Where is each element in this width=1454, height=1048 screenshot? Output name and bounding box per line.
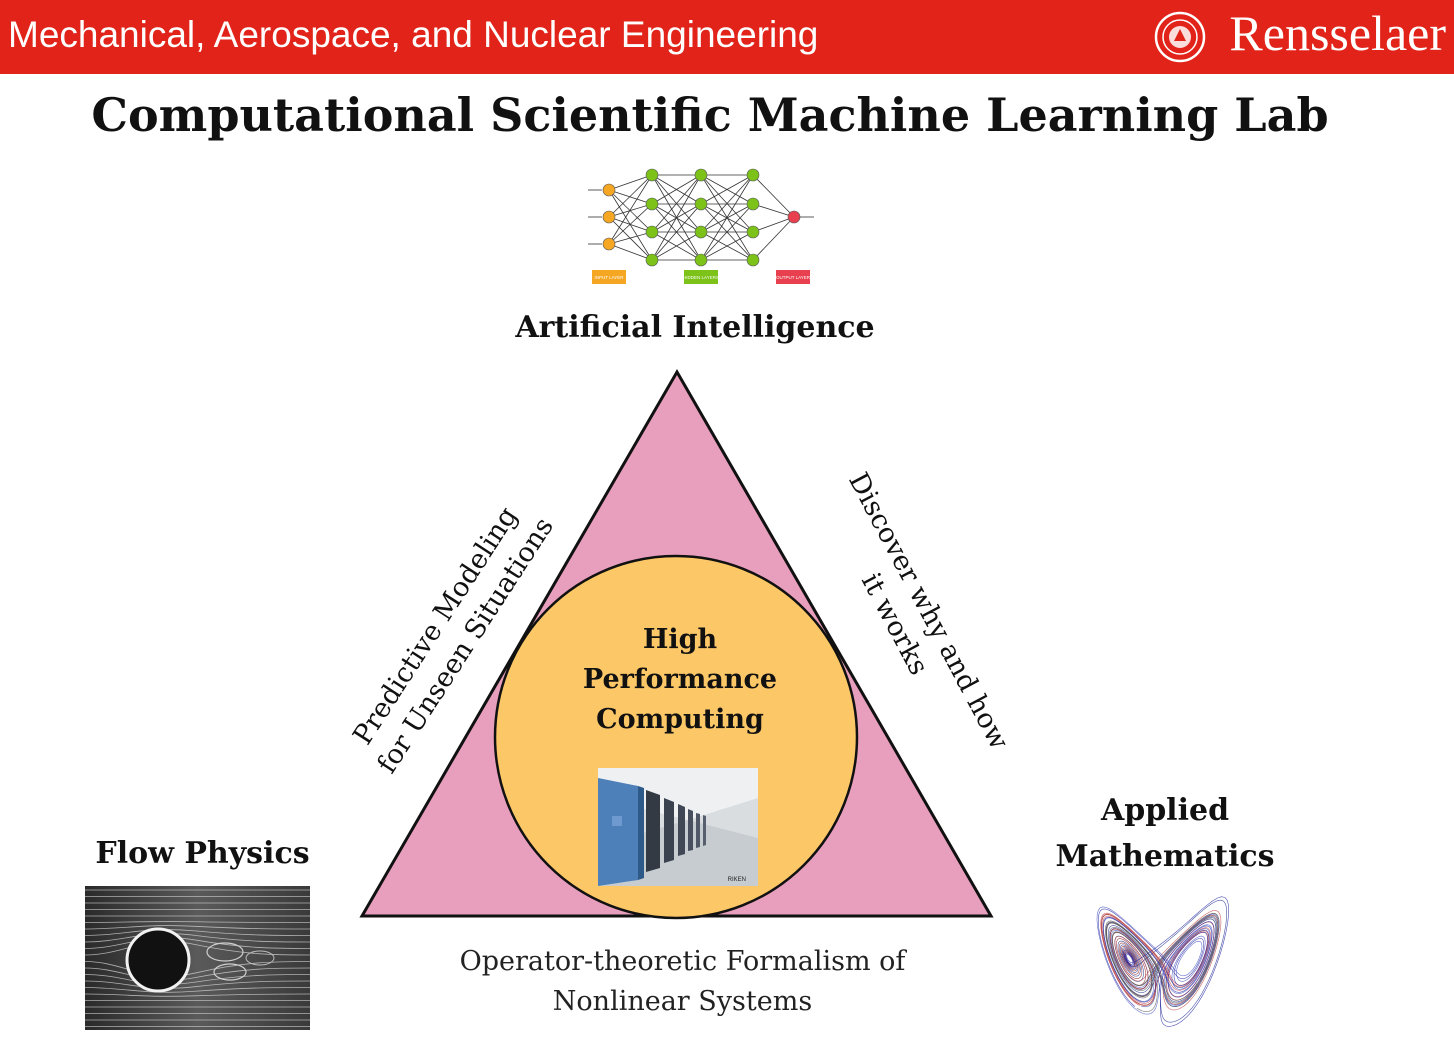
network-node: [602, 210, 616, 224]
applied-label-line2: Mathematics: [1055, 839, 1275, 874]
edge-bottom-line2: Nonlinear Systems: [552, 986, 813, 1017]
network-node: [746, 197, 760, 211]
node-high-performance-computing: High Performance Computing: [520, 620, 840, 740]
input-layer-badge: [592, 270, 626, 284]
network-node: [694, 253, 708, 267]
header-banner: Mechanical, Aerospace, and Nuclear Engin…: [0, 0, 1454, 74]
page-title: Computational Scientific Machine Learnin…: [91, 88, 1329, 142]
supercomputer-photo: RIKEN: [598, 768, 758, 886]
rensselaer-wordmark: Rensselaer: [1229, 5, 1446, 61]
network-node: [602, 237, 616, 251]
hidden-layers-badge: [684, 270, 718, 284]
hidden-layers-label: HIDDEN LAYERS: [683, 275, 719, 280]
hpc-label-line3: Computing: [596, 704, 764, 735]
network-node: [645, 253, 659, 267]
network-node: [602, 183, 616, 197]
network-node: [645, 225, 659, 239]
hpc-circle: [493, 554, 859, 920]
input-layer-label: INPUT LAYER: [594, 275, 624, 280]
network-node: [694, 168, 708, 182]
supercomputer-caption: RIKEN: [728, 877, 746, 883]
cylinder-flow-image: [85, 886, 310, 1030]
node-flow-physics: Flow Physics: [95, 836, 310, 871]
department-name: Mechanical, Aerospace, and Nuclear Engin…: [8, 14, 819, 55]
network-node: [694, 225, 708, 239]
applied-label-line1: Applied: [1100, 793, 1230, 828]
network-node: [694, 197, 708, 211]
network-node: [645, 168, 659, 182]
hpc-label-line2: Performance: [582, 664, 778, 695]
rensselaer-seal-icon: [1154, 11, 1206, 63]
output-layer-label: OUTPUT LAYER: [776, 275, 811, 280]
network-node: [645, 197, 659, 211]
node-artificial-intelligence: Artificial Intelligence: [515, 310, 875, 345]
hpc-label-line1: High: [642, 624, 718, 655]
node-applied-mathematics: Applied Mathematics: [1030, 788, 1300, 880]
network-node: [746, 168, 760, 182]
output-layer-badge: [776, 270, 810, 284]
network-node: [787, 210, 801, 224]
network-node: [746, 225, 760, 239]
network-node: [746, 253, 760, 267]
neural-network-illustration: INPUT LAYER HIDDEN LAYERS OUTPUT LAYER: [588, 168, 814, 284]
lorenz-attractor-image: [1096, 896, 1230, 1027]
edge-bottom-line1: Operator-theoretic Formalism of: [459, 946, 906, 977]
edge-operator-theoretic: Operator-theoretic Formalism of Nonlinea…: [430, 942, 935, 1022]
